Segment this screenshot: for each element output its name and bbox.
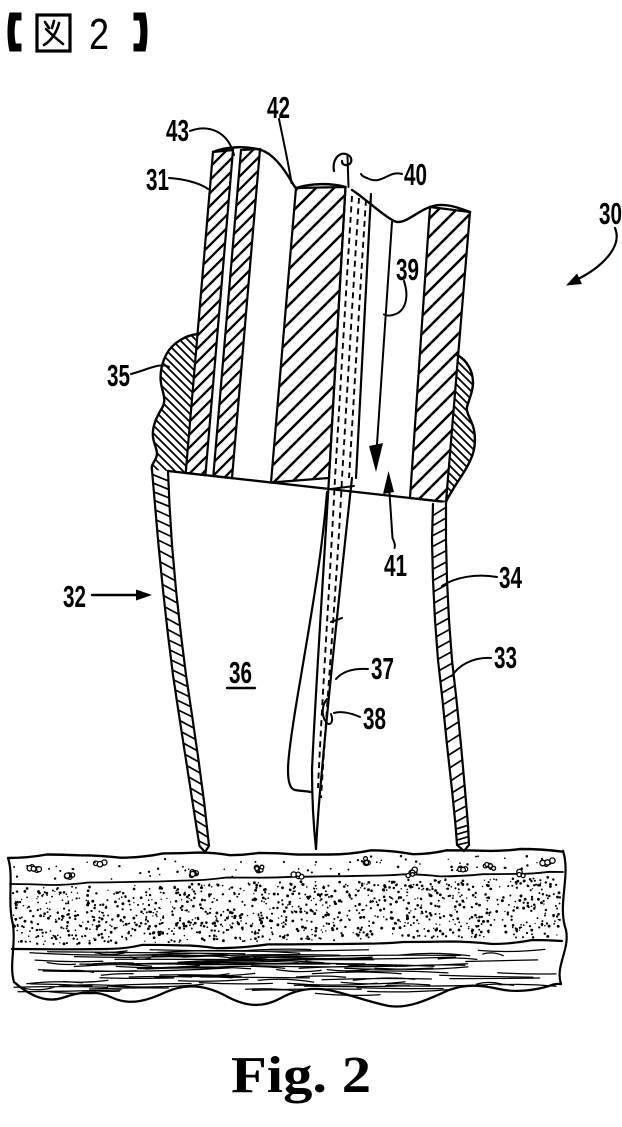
svg-text:34: 34 (499, 560, 523, 595)
svg-text:37: 37 (371, 651, 394, 686)
svg-text:42: 42 (267, 90, 290, 125)
svg-text:38: 38 (363, 701, 386, 736)
svg-text:35: 35 (107, 358, 130, 393)
svg-text:36: 36 (229, 655, 252, 690)
svg-text:39: 39 (396, 252, 419, 287)
svg-text:30: 30 (599, 196, 622, 231)
svg-text:41: 41 (384, 548, 407, 583)
svg-text:43: 43 (166, 113, 189, 148)
svg-text:2: 2 (89, 10, 109, 59)
svg-text:33: 33 (494, 640, 517, 675)
svg-text:32: 32 (63, 579, 86, 614)
svg-text:40: 40 (404, 157, 427, 192)
svg-text:31: 31 (146, 162, 169, 197)
svg-text:Fig. 2: Fig. 2 (231, 1047, 371, 1104)
